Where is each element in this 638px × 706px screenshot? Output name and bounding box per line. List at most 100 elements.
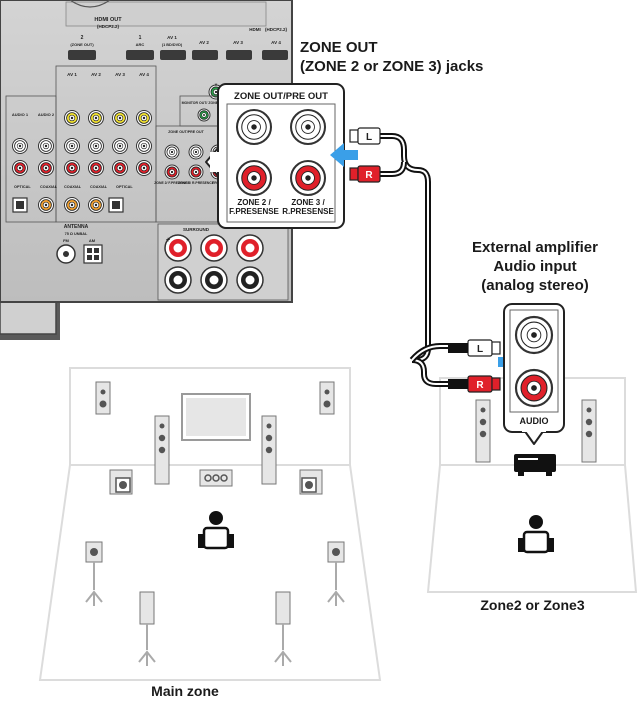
amplifier-input-panel: AUDIO	[504, 304, 564, 444]
receiver-rca-jack	[65, 139, 80, 154]
main-zone-speakers	[86, 382, 344, 666]
amp-r-jack	[516, 370, 552, 406]
amp-title-line1: External amplifier	[440, 238, 630, 257]
zoom-zone3-line2: R.PRESENSE	[282, 207, 334, 216]
zone-speaker-left-icon	[476, 400, 490, 462]
zone-out-zoom-panel: ZONE OUT/PRE OUT ZONE 2 / F.PRESENSE ZON…	[206, 84, 344, 228]
zoom-zone2-l-jack	[237, 110, 271, 144]
audio1-label: AUDIO 1	[12, 112, 29, 117]
receiver-rca-jack	[113, 111, 128, 126]
antenna-label: ANTENNA	[64, 224, 89, 230]
hdmi-out-2: 2	[81, 35, 84, 41]
small-zone3-label: ZONE 3/ R.PRESENCE	[178, 181, 215, 185]
hdmi-in-label: HDMI	[249, 27, 261, 32]
coaxial-jack	[39, 198, 54, 213]
plug-r-lower-label: R	[476, 380, 484, 391]
surround-back-speaker-left-icon	[139, 592, 155, 666]
speaker-terminal	[201, 267, 227, 293]
unbal-label: 75 Ω UNBAL	[65, 232, 88, 236]
presence-speaker-left-icon	[96, 382, 110, 414]
av2-label: AV 2	[91, 72, 101, 77]
optical-label-1: OPTICAL	[14, 185, 31, 189]
zoom-zone2-line1: ZONE 2 /	[237, 198, 271, 207]
plug-l-upper: L	[350, 128, 380, 144]
optical-label-2: OPTICAL	[116, 185, 133, 189]
receiver-rca-jack	[137, 161, 152, 176]
receiver-rca-jack	[13, 139, 28, 154]
receiver-rca-jack	[39, 139, 54, 154]
zone-out-callout-title: ZONE OUT (ZONE 2 or ZONE 3) jacks	[300, 38, 483, 76]
zone-out-title-line1: ZONE OUT	[300, 38, 483, 57]
amplifier-title: External amplifier Audio input (analog s…	[440, 238, 630, 295]
hdmi-out-label: HDMI OUT	[94, 17, 122, 23]
surround-back-speaker-right-icon	[275, 592, 291, 666]
plug-r-upper: R	[350, 166, 380, 182]
av4-label: AV 4	[139, 72, 149, 77]
small-zone2-l-jack	[165, 145, 179, 159]
subwoofer-right-icon	[300, 470, 322, 494]
y-label: Y	[215, 82, 218, 87]
surround-speaker-right-icon	[328, 542, 344, 606]
hdmi-av1: AV 1	[167, 35, 177, 40]
plug-l-lower: L	[448, 340, 500, 356]
listener-main-icon	[198, 511, 234, 548]
coaxial-jack	[65, 198, 80, 213]
zoom-zone2-r-jack	[237, 161, 271, 195]
receiver-rca-jack	[137, 111, 152, 126]
hdmi-av1-sub: (1 BD/DVD)	[162, 43, 183, 47]
speaker-terminal	[165, 267, 191, 293]
presence-speaker-right-icon	[320, 382, 334, 414]
front-speaker-left-icon	[155, 416, 169, 484]
receiver-rca-jack	[113, 139, 128, 154]
am-antenna-terminal	[84, 245, 102, 263]
receiver-rca-jack	[113, 161, 128, 176]
hdmi-av4: AV 4	[271, 40, 281, 45]
hdmi-out-2-port	[68, 50, 96, 60]
hdmi-av3: AV 3	[233, 40, 243, 45]
hdmi-out-1-port	[126, 50, 154, 60]
coaxial-label-2: COAXIAL	[64, 185, 82, 189]
fm-label: FM	[63, 238, 69, 243]
amp-title-line3: (analog stereo)	[440, 276, 630, 295]
amp-l-jack	[516, 317, 552, 353]
zoom-header: ZONE OUT/PRE OUT	[234, 91, 328, 102]
plug-l-upper-label: L	[366, 132, 372, 143]
external-amplifier-icon	[514, 454, 556, 476]
av3-label: AV 3	[115, 72, 125, 77]
monitor-y-jack	[198, 109, 210, 121]
hdmi-out-1: 1	[139, 35, 142, 41]
plug-l-lower-label: L	[477, 344, 483, 355]
zone23-label: Zone2 or Zone3	[430, 597, 635, 613]
speaker-terminal	[237, 235, 263, 261]
coaxial-label-1: COAXIAL	[40, 185, 58, 189]
receiver-rca-jack	[13, 161, 28, 176]
small-zone-out-label: ZONE OUT/PRE OUT	[168, 130, 204, 134]
amp-audio-label: AUDIO	[520, 416, 549, 426]
hdmi-in-sub: (HDCP2.2)	[265, 27, 288, 32]
receiver-rca-jack	[65, 111, 80, 126]
main-zone-label: Main zone	[0, 683, 370, 699]
zone-out-title-line2: (ZONE 2 or ZONE 3) jacks	[300, 57, 483, 76]
receiver-rca-jack	[65, 161, 80, 176]
surround-label: SURROUND	[183, 227, 210, 232]
hdmi-zone-out-label: (ZONE OUT)	[70, 42, 94, 47]
listener-zone-icon	[518, 515, 554, 552]
small-zone3-r-jack	[189, 165, 203, 179]
zoom-zone3-line1: ZONE 3 /	[291, 198, 325, 207]
zone-speaker-right-icon	[582, 400, 596, 462]
hdmi-arc-label: ARC	[136, 42, 145, 47]
receiver-rca-jack	[89, 161, 104, 176]
front-speaker-right-icon	[262, 416, 276, 484]
plus-sign: +	[166, 237, 170, 244]
am-label: AM	[89, 238, 96, 243]
plug-r-upper-label: R	[365, 170, 373, 181]
hdmi-out-sub: (HDCP2.2)	[97, 24, 120, 29]
receiver-rca-jack	[137, 139, 152, 154]
small-zone3-l-jack	[189, 145, 203, 159]
subwoofer-left-icon	[110, 470, 132, 494]
receiver-rca-jack	[89, 139, 104, 154]
surround-speaker-left-icon	[86, 542, 102, 606]
zoom-zone2-line2: F.PRESENSE	[229, 207, 279, 216]
receiver-rca-jack	[89, 111, 104, 126]
